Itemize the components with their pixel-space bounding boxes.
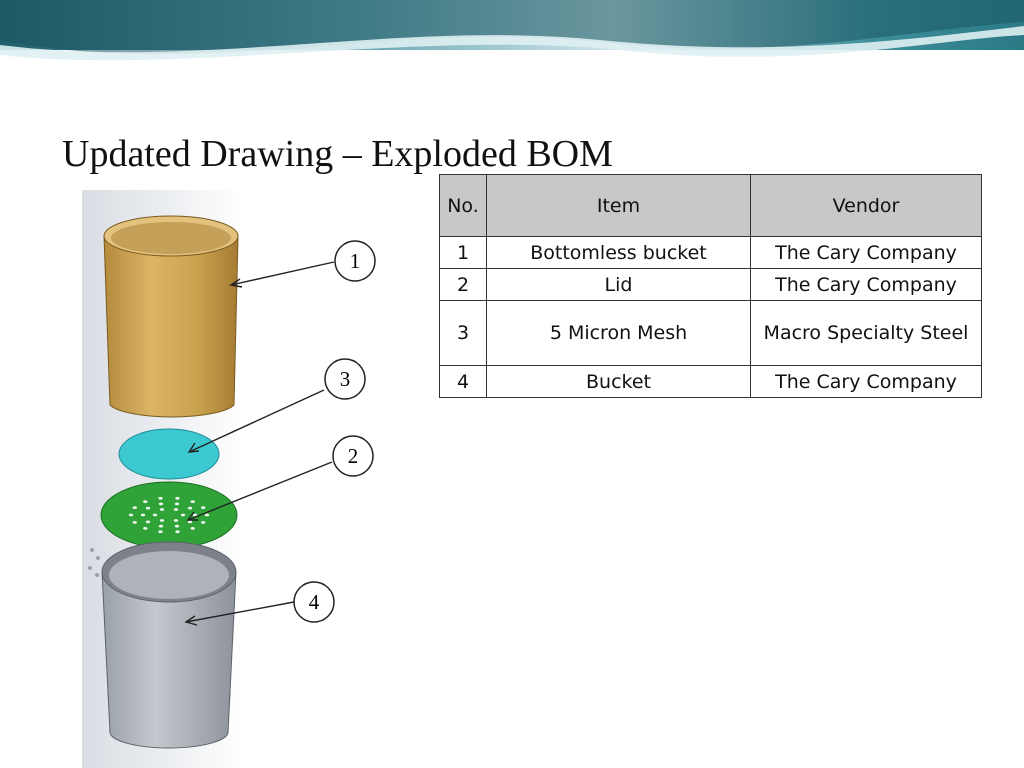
lid-hole [158,530,163,534]
mesh-disc-part [118,428,220,480]
lid-hole [187,506,193,510]
lid-hole [132,521,137,524]
page-title: Updated Drawing – Exploded BOM [62,133,613,175]
lid-hole [158,524,164,528]
lid-hole [159,519,165,522]
lid-hole [140,513,146,517]
cell-item: Lid [486,268,751,301]
lid-hole [158,496,163,500]
cell-item: 5 Micron Mesh [486,300,751,366]
header-wave-banner [0,0,1024,82]
lid-hole [174,502,180,506]
leader-line-2 [187,461,333,521]
lid-hole [201,506,206,509]
leader-line-4 [185,601,295,623]
lid-hole [175,530,180,534]
header-no: No. [439,174,487,237]
lid-hole [132,506,137,509]
table-row: 4 Bucket The Cary Company [439,365,982,398]
cell-no: 1 [439,236,487,269]
cell-vendor: The Cary Company [750,268,982,301]
arrowhead-1 [229,278,243,288]
lid-hole [175,496,180,500]
cell-no: 2 [439,268,487,301]
svg-text:3: 3 [340,367,351,391]
lid-hole [152,513,158,517]
arrowhead-2 [186,511,198,521]
svg-text:2: 2 [348,444,359,468]
lid-hole [128,513,134,517]
callout-4: 4 [293,581,335,623]
lid-hole [145,506,151,510]
callout-3: 3 [324,358,366,400]
exploded-assembly-drawing: 1 3 2 4 [82,190,376,768]
header-item: Item [486,174,751,237]
lid-hole [204,513,210,517]
lid-hole [201,521,206,524]
cell-vendor: The Cary Company [750,365,982,398]
table-row: 2 Lid The Cary Company [439,268,982,301]
svg-text:4: 4 [309,590,320,614]
lid-hole [145,520,151,524]
lid-hole [173,508,179,511]
lid-hole [159,508,165,511]
bom-header-row: No. Item Vendor [439,174,982,237]
cell-no: 4 [439,365,487,398]
lid-hole [143,500,148,503]
bom-table: No. Item Vendor 1 Bottomless bucket The … [439,174,982,398]
lid-hole [158,502,164,506]
cell-item: Bottomless bucket [486,236,751,269]
svg-text:1: 1 [350,249,361,273]
leader-line-1 [230,261,335,286]
leader-line-3 [188,389,325,453]
cell-vendor: The Cary Company [750,236,982,269]
callout-2: 2 [332,435,374,477]
header-vendor: Vendor [750,174,982,237]
table-row: 3 5 Micron Mesh Macro Specialty Steel [439,300,982,366]
table-row: 1 Bottomless bucket The Cary Company [439,236,982,269]
lid-hole [192,513,198,517]
arrowhead-4 [184,615,198,626]
arrowhead-3 [187,442,200,453]
lid-hole [190,527,195,530]
lid-hole [187,520,193,524]
lid-hole [190,500,195,503]
lid-hole [143,527,148,530]
cell-no: 3 [439,300,487,366]
lid-hole [180,513,186,517]
bottomless-bucket-part [103,215,239,418]
cell-item: Bucket [486,365,751,398]
cell-vendor: Macro Specialty Steel [750,300,982,366]
callout-1: 1 [334,240,376,282]
lid-part [100,481,238,549]
lid-hole [174,524,180,528]
lid-hole [173,519,179,522]
bucket-part [88,541,237,749]
